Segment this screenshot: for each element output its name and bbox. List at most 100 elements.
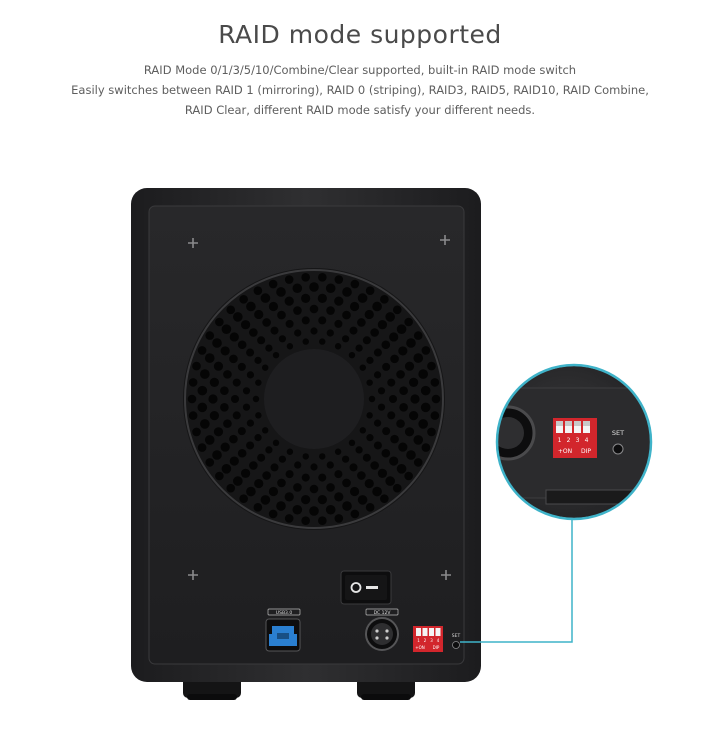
fan-hole (246, 486, 256, 497)
fan-hole (389, 332, 399, 342)
fan-hole (326, 329, 334, 337)
fan-hole (309, 484, 319, 494)
fan-hole (357, 471, 366, 480)
fan-hole (301, 293, 311, 303)
description-line-3: RAID Clear, different RAID mode satisfy … (184, 103, 536, 117)
fan-hole (364, 478, 374, 489)
fan-hole (209, 377, 219, 387)
fan-hole (334, 296, 344, 306)
fan-hole (220, 442, 230, 452)
fan-hole (430, 411, 440, 420)
fan-hole (396, 370, 405, 379)
fan-hole (365, 286, 375, 295)
fan-hole (294, 329, 302, 337)
fan-hole (389, 456, 399, 466)
fan-hole (262, 318, 271, 327)
fan-hole (387, 378, 396, 387)
dip-number-2: 2 (424, 638, 427, 643)
fan-hole (265, 344, 273, 352)
fan-hole (268, 509, 278, 519)
fan-hole (246, 371, 255, 379)
fan-hole (427, 427, 436, 437)
zoom-dip-number-3: 3 (576, 437, 580, 444)
dip-number-1: 1 (417, 638, 420, 643)
fan-hole (284, 296, 294, 306)
fan-hole (349, 326, 358, 335)
fan-hole (390, 354, 399, 364)
dc-power-port[interactable]: DC 12V (365, 608, 399, 651)
fan-hole (223, 370, 232, 379)
fan-hole (268, 279, 278, 289)
fan-hole (255, 412, 262, 419)
fan-hole (370, 328, 379, 337)
fan-hole (355, 446, 363, 454)
fan-hole (396, 324, 407, 334)
dip-number-4: 4 (437, 638, 440, 643)
zoom-dip-number-4: 4 (585, 437, 589, 444)
fan-hole (350, 509, 360, 519)
fan-hole (381, 340, 391, 350)
fan-hole (342, 335, 350, 343)
fan-hole (221, 324, 232, 334)
fan-hole (334, 275, 344, 284)
fan-hole (427, 361, 436, 371)
fan-hole (373, 371, 382, 379)
fan-hole (310, 463, 318, 471)
fan-hole (237, 448, 247, 458)
dip-switch[interactable]: 1 2 3 4 +ON DIP (413, 626, 443, 652)
description-line-1: RAID Mode 0/1/3/5/10/Combine/Clear suppo… (143, 63, 577, 77)
power-switch[interactable] (340, 570, 392, 605)
fan-hole (268, 301, 279, 312)
fan-hole (301, 272, 310, 282)
fan-hole (284, 514, 294, 523)
fan-hole (200, 369, 210, 379)
fan-hole (342, 478, 351, 488)
dc-label: DC 12V (374, 610, 392, 616)
fan-hole (357, 318, 366, 327)
fan-hole (366, 434, 374, 442)
fan-hole (197, 402, 208, 413)
fan-hole (221, 464, 232, 474)
fan-hole (318, 272, 327, 282)
fan-hole (377, 320, 388, 330)
fan-hole (215, 471, 224, 481)
fan-hole (317, 293, 327, 303)
fan-hole (319, 338, 326, 345)
fan-hole (260, 293, 271, 303)
fan-hole (325, 504, 336, 515)
fan-hole (310, 327, 318, 335)
fan-hole (204, 435, 215, 445)
fan-hole (409, 377, 419, 387)
fan-hole (404, 317, 413, 327)
set-button[interactable]: SET (452, 633, 461, 649)
fan-hole (220, 403, 229, 412)
fan-hole (284, 275, 294, 284)
fan-hole (377, 387, 386, 395)
fan-hole (212, 450, 222, 460)
fan-hole (410, 394, 420, 404)
fan-hole (420, 402, 431, 413)
zoom-dip-on-label: +ON (558, 448, 572, 455)
zoom-dip-switch: 1 2 3 4 +ON DIP (553, 418, 597, 458)
fan-hole (373, 441, 382, 450)
fan-hole (188, 411, 198, 420)
fan-hole (430, 378, 440, 387)
fan-hole (268, 486, 279, 497)
description-line-2: Easily switches between RAID 1 (mirrorin… (71, 83, 649, 97)
fan-hole (301, 516, 310, 526)
fan-hole (270, 463, 279, 472)
fan-hole (349, 486, 360, 497)
fan-hole (431, 394, 441, 404)
fan-hole (404, 427, 415, 437)
fan-hole (197, 443, 207, 452)
set-label: SET (452, 633, 461, 639)
fan-hole (231, 395, 239, 403)
fan-hole (285, 470, 294, 479)
fan-hole (385, 476, 395, 486)
fan-hole (229, 456, 239, 466)
fan-hole (390, 434, 399, 444)
fan-hole (396, 419, 405, 428)
fan-hole (366, 412, 373, 419)
fan-hole (309, 506, 319, 516)
usb3-port[interactable]: USB3.0 (265, 608, 301, 652)
